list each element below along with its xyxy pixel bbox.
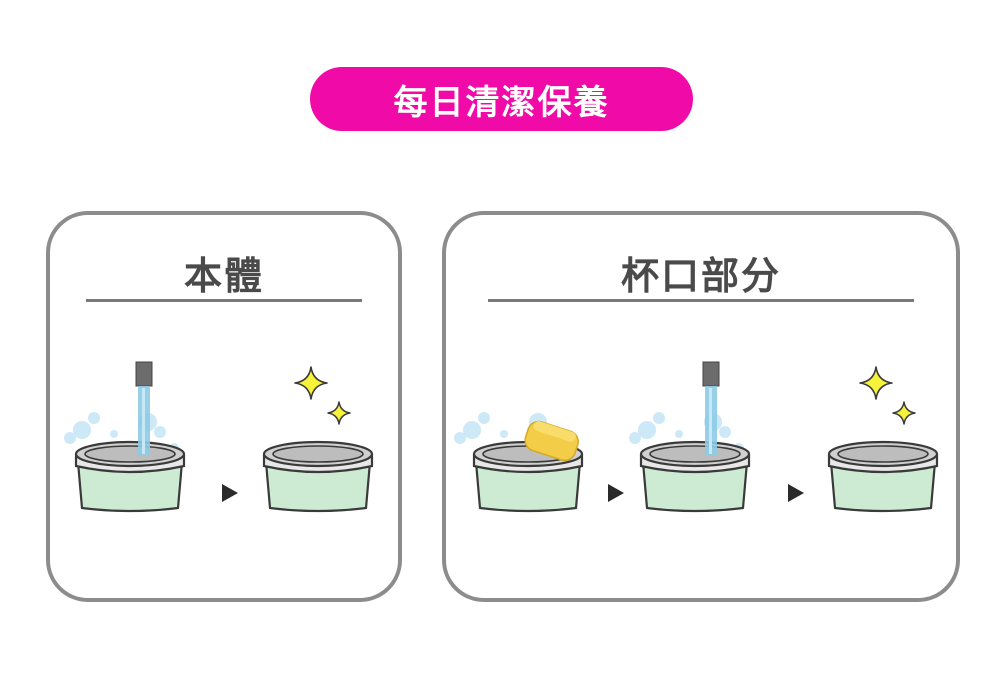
- arrow-right-icon: [608, 484, 624, 502]
- cup-clean-illustration: [827, 440, 939, 513]
- cup-sponge-illustration: [454, 412, 584, 513]
- cup-clean-illustration: [262, 440, 374, 513]
- panel-rim-divider: [488, 299, 914, 302]
- panel-rim: 杯口部分: [442, 211, 960, 602]
- panel-rim-title: 杯口部分: [620, 254, 781, 298]
- sparkle-icon: [859, 366, 916, 425]
- sparkle-icon: [294, 366, 351, 425]
- page-title: 每日清潔保養: [393, 82, 610, 123]
- cup-washing-illustration: [629, 361, 751, 513]
- panel-body-title: 本體: [183, 254, 264, 298]
- cup-washing-illustration: [64, 361, 186, 513]
- panel-body-divider: [86, 299, 362, 302]
- sponge-icon: [524, 420, 579, 462]
- title-banner: 每日清潔保養: [310, 67, 693, 131]
- arrow-right-icon: [222, 484, 238, 502]
- panel-body: 本體: [46, 211, 402, 602]
- arrow-right-icon: [788, 484, 804, 502]
